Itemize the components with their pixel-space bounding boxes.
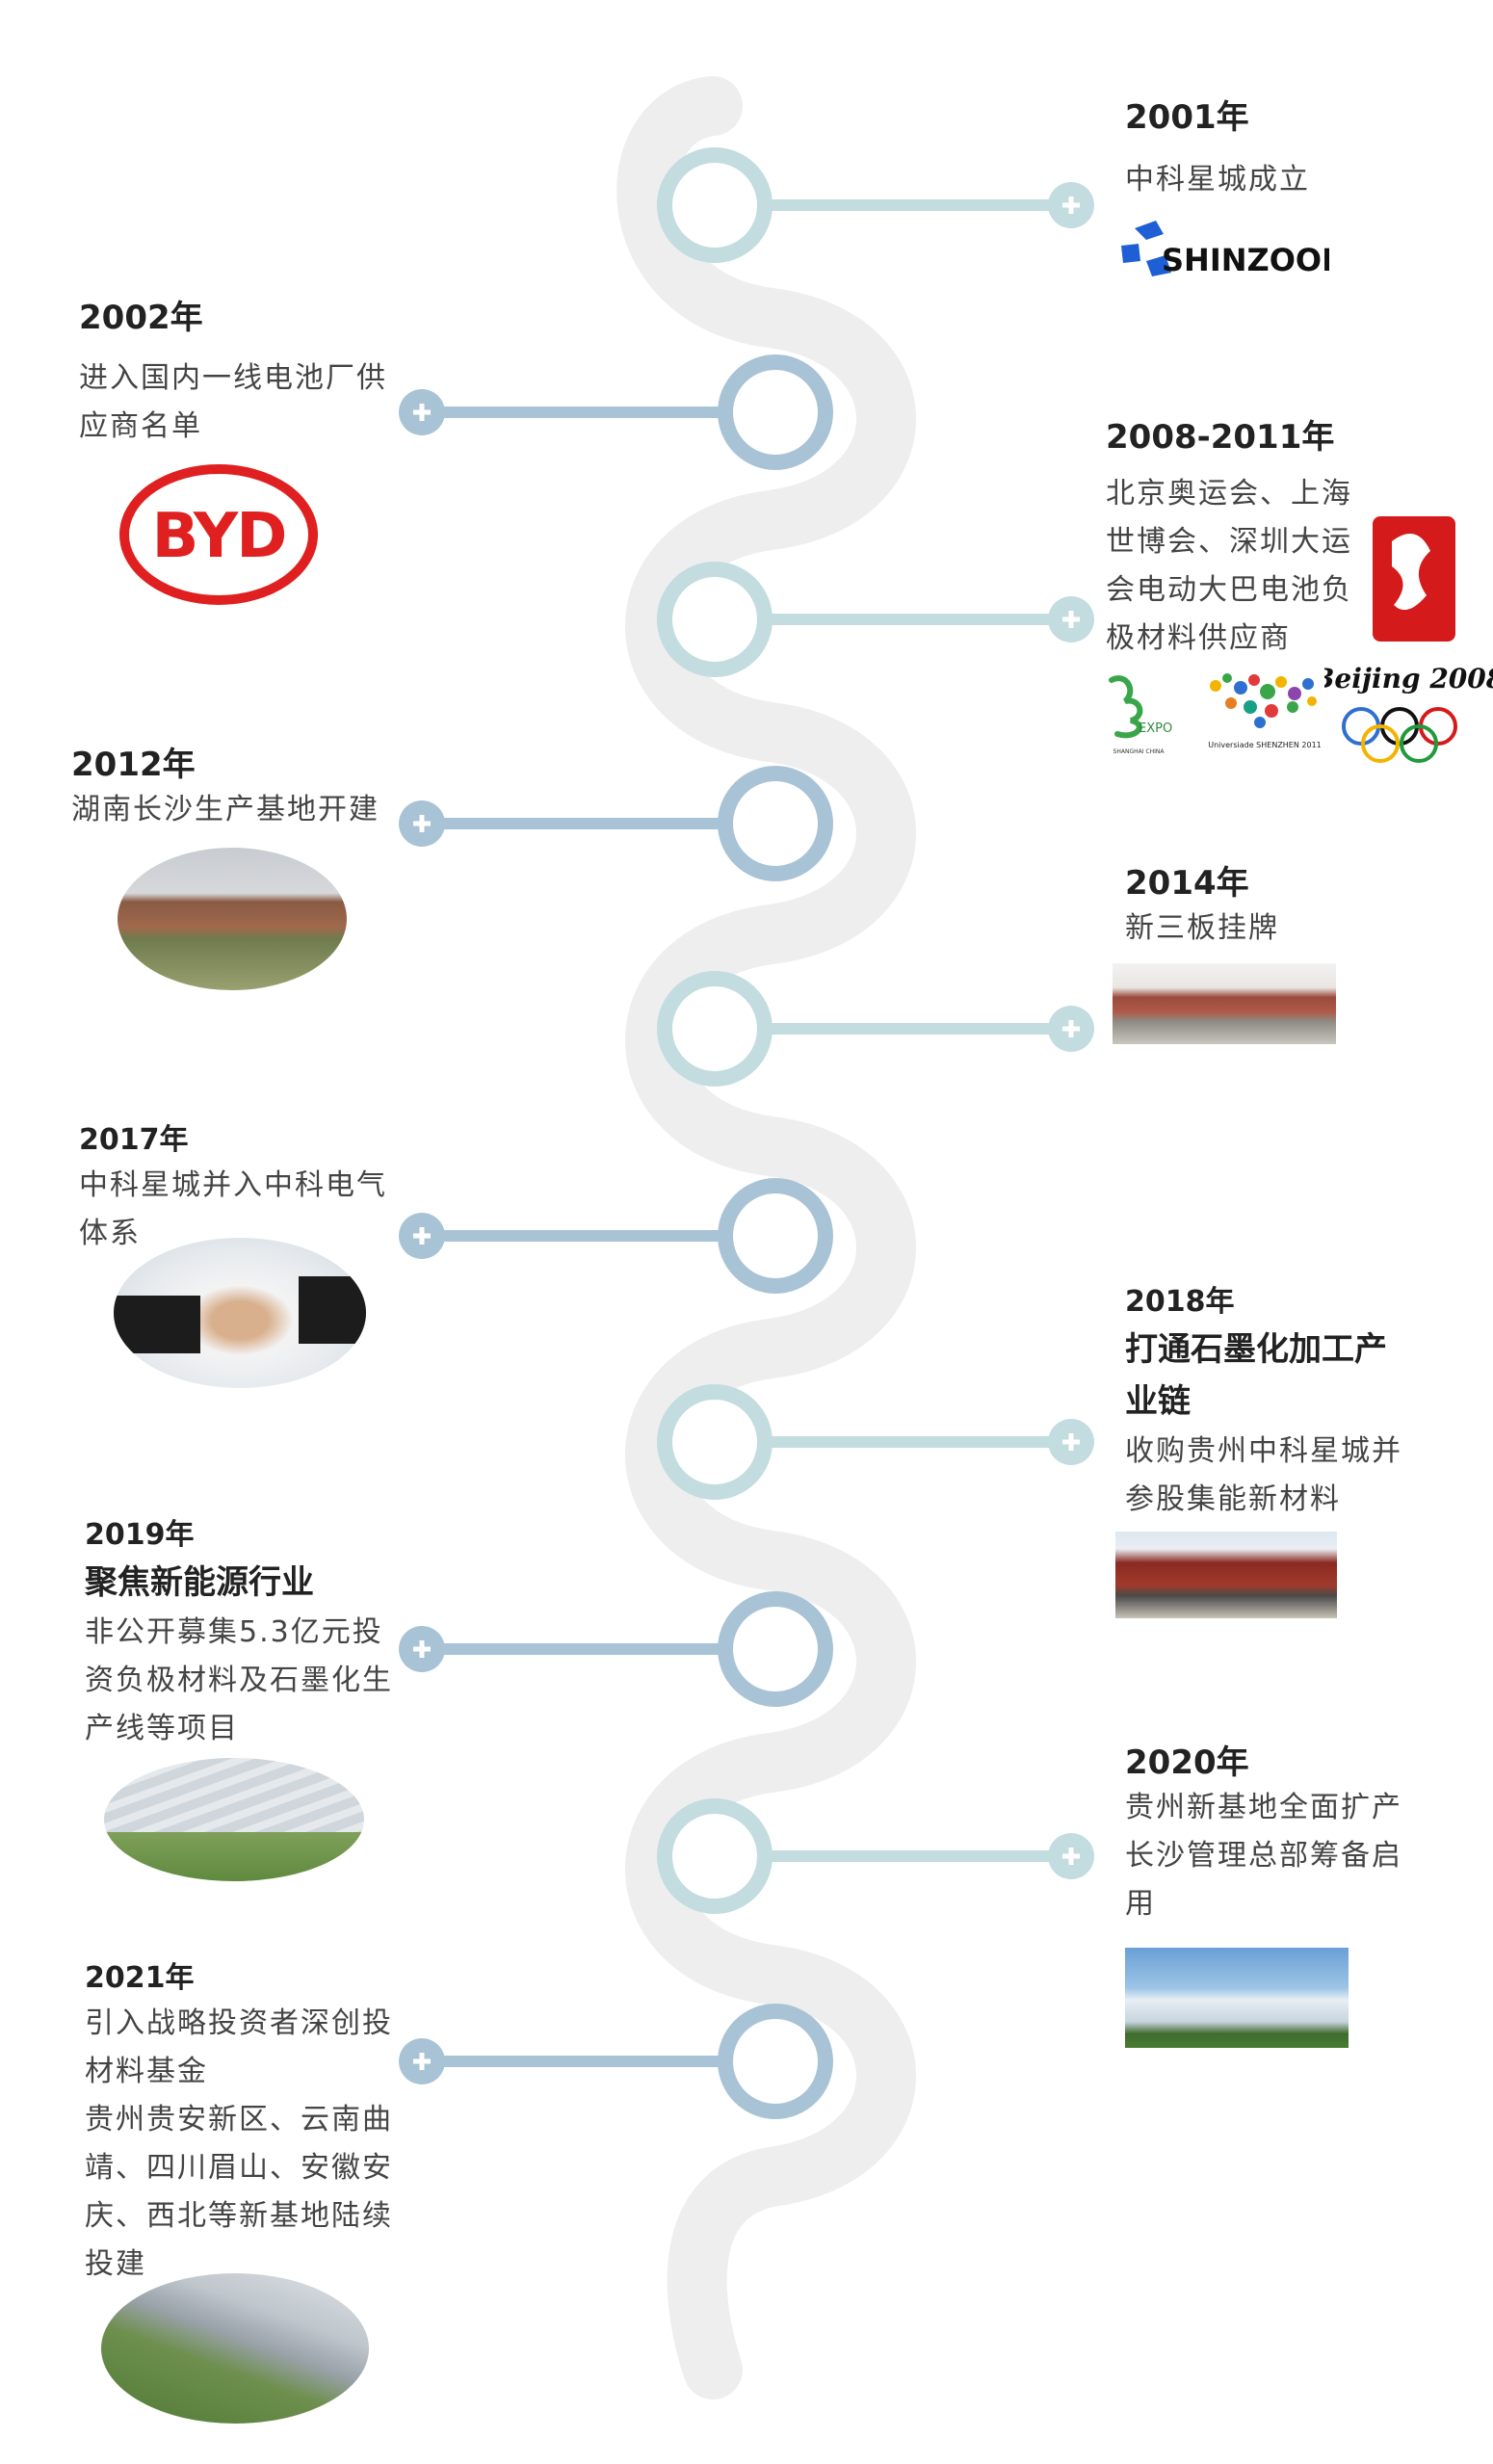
- handshake-photo: [114, 1238, 366, 1388]
- event-desc-line: 体系: [79, 1217, 141, 1250]
- event-subtitle-line: 业链: [1125, 1382, 1191, 1421]
- event-desc-line: 产线等项目: [85, 1712, 239, 1745]
- event-2002: 2002年 进入国内一线电池厂供 应商名单: [79, 297, 416, 451]
- event-desc-line: 北京奥运会、上海: [1106, 477, 1352, 511]
- event-year: 2019年: [85, 1518, 195, 1552]
- event-year: 2020年: [1125, 1743, 1249, 1782]
- suit-left: [114, 1296, 200, 1353]
- event-desc-line: 用: [1125, 1887, 1156, 1921]
- event-desc-line: 庆、西北等新基地陆续: [85, 2199, 393, 2233]
- event-year: 2021年: [85, 1961, 195, 1995]
- factory-aerial-photo: [104, 1758, 364, 1881]
- event-subtitle-line: 聚焦新能源行业: [85, 1563, 314, 1602]
- event-desc-line: 中科星城成立: [1125, 163, 1310, 197]
- event-desc-line: 极材料供应商: [1106, 621, 1291, 655]
- hq-building-render: [1125, 1948, 1349, 2048]
- plus-icons-right: [1048, 182, 1094, 1879]
- event-2019: 2019年 聚焦新能源行业 非公开募集5.3亿元投 资负极材料及石墨化生 产线等…: [85, 1514, 432, 1753]
- nodes-right: [657, 147, 773, 1914]
- connectors-right: [765, 199, 1077, 1862]
- new-bases-aerial-photo: [101, 2273, 369, 2424]
- event-desc-line: 投建: [85, 2247, 146, 2281]
- event-desc-line: 进入国内一线电池厂供: [79, 361, 387, 395]
- expo-2010-subtext: SHANGHAI CHINA: [1113, 748, 1166, 755]
- event-year: 2017年: [79, 1123, 189, 1157]
- event-desc-line: 长沙管理总部筹备启: [1125, 1839, 1402, 1873]
- universiade-text: Universiade SHENZHEN 2011: [1208, 741, 1322, 749]
- expo-2010-logo: EXPO SHANGHAI CHINA: [1098, 672, 1180, 757]
- event-year: 2008-2011年: [1106, 418, 1335, 457]
- byd-logo-text: BYD: [152, 501, 286, 572]
- event-desc-line: 非公开募集5.3亿元投: [85, 1615, 383, 1649]
- winding-path: [616, 76, 916, 2399]
- event-desc-line: 湖南长沙生产基地开建: [71, 793, 380, 826]
- guizhou-plant-photo: [1115, 1532, 1337, 1618]
- event-desc-line: 资负极材料及石墨化生: [85, 1664, 393, 1697]
- expo-2010-text: EXPO: [1139, 721, 1172, 736]
- event-desc-line: 引入战略投资者深创投: [85, 2006, 393, 2040]
- event-2014: 2014年 新三板挂牌: [1125, 862, 1453, 953]
- suit-right: [299, 1276, 366, 1344]
- event-desc-line: 收购贵州中科星城并: [1125, 1434, 1402, 1468]
- beijing-2008-emblem: Beijing 2008: [1324, 512, 1493, 763]
- event-2018: 2018年 打通石墨化加工产 业链 收购贵州中科星城并 参股集能新材料: [1125, 1281, 1453, 1524]
- factory-grass: [104, 1831, 364, 1881]
- event-year: 2002年: [79, 299, 203, 337]
- event-2012: 2012年 湖南长沙生产基地开建: [71, 744, 437, 834]
- nodes-left: [718, 354, 833, 2119]
- plus-icons-left: [399, 389, 445, 2084]
- changsha-base-photo: [118, 848, 347, 990]
- event-desc-line: 会电动大巴电池负: [1106, 573, 1352, 607]
- event-year: 2001年: [1125, 98, 1249, 137]
- event-desc-line: 靖、四川眉山、安徽安: [85, 2151, 393, 2185]
- event-desc-line: 贵州新基地全面扩产: [1125, 1791, 1402, 1824]
- event-desc-line: 新三板挂牌: [1125, 911, 1279, 945]
- event-2017: 2017年 中科星城并入中科电气 体系: [79, 1119, 416, 1258]
- event-2008-2011: 2008-2011年 北京奥运会、上海 世博会、深圳大运 会电动大巴电池负 极材…: [1106, 416, 1395, 663]
- event-desc-line: 贵州贵安新区、云南曲: [85, 2103, 393, 2136]
- byd-logo: BYD: [118, 462, 320, 607]
- shinzoom-logo: SHINZOOM: [1117, 217, 1329, 284]
- connectors-left: [416, 406, 726, 2067]
- event-2001: 2001年 中科星城成立: [1125, 96, 1453, 204]
- shinzoom-logo-text: SHINZOOM: [1162, 242, 1329, 278]
- event-desc-line: 应商名单: [79, 409, 202, 443]
- event-subtitle-line: 打通石墨化加工产: [1125, 1330, 1387, 1369]
- event-desc-line: 中科星城并入中科电气: [79, 1168, 387, 1202]
- event-desc-line: 材料基金: [85, 2055, 208, 2088]
- neeq-listing-photo: [1113, 963, 1336, 1044]
- universiade-2011-logo: Universiade SHENZHEN 2011: [1192, 665, 1337, 766]
- beijing-2008-text: Beijing 2008: [1324, 663, 1493, 695]
- event-year: 2018年: [1125, 1285, 1235, 1319]
- event-desc-line: 参股集能新材料: [1125, 1482, 1341, 1516]
- event-2021: 2021年 引入战略投资者深创投 材料基金 贵州贵安新区、云南曲 靖、四川眉山、…: [85, 1957, 432, 2289]
- event-year: 2014年: [1125, 864, 1249, 903]
- event-2020: 2020年 贵州新基地全面扩产 长沙管理总部筹备启 用: [1125, 1742, 1453, 1928]
- event-desc-line: 世博会、深圳大运: [1106, 525, 1352, 559]
- event-year: 2012年: [71, 746, 196, 784]
